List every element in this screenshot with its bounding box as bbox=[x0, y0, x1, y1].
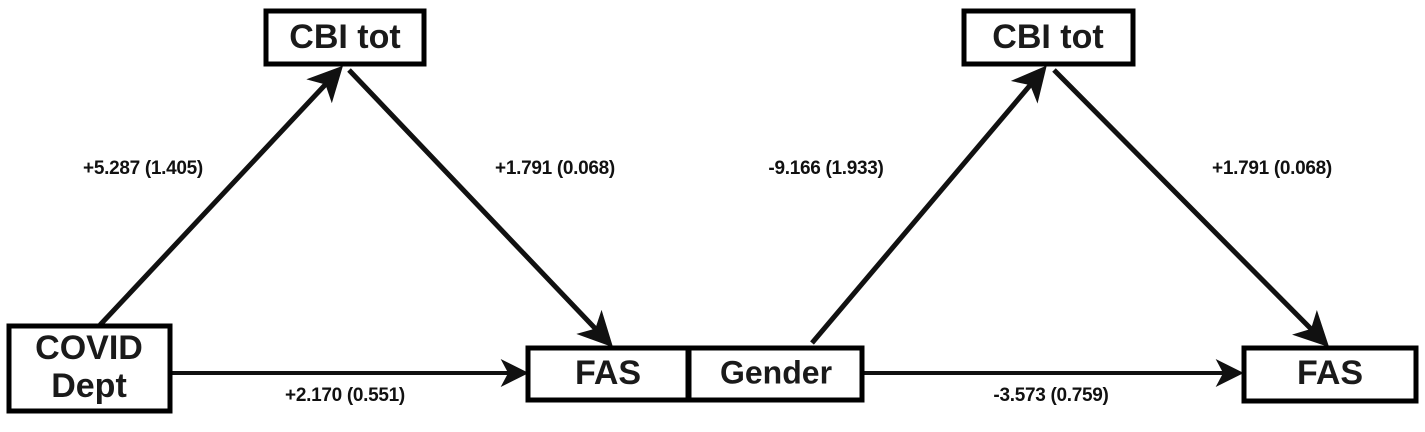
path-label-c-right: -3.573 (0.759) bbox=[993, 385, 1108, 406]
node-covid-dept-label-line1: COVID bbox=[35, 329, 143, 367]
node-fas-left-label: FAS bbox=[575, 354, 641, 392]
path-label-a-right: -9.166 (1.933) bbox=[768, 158, 883, 179]
path-label-b-right: +1.791 (0.068) bbox=[1212, 158, 1332, 179]
node-gender-label: Gender bbox=[720, 354, 832, 390]
node-cbi-tot-left[interactable] bbox=[263, 8, 427, 67]
path-arrow-cbi-to-fas-left bbox=[347, 68, 614, 348]
node-gender[interactable] bbox=[686, 345, 865, 403]
node-cbi-tot-left-label: CBI tot bbox=[289, 18, 400, 56]
path-arrow-gender-to-cbi bbox=[810, 65, 1047, 345]
node-fas-left[interactable] bbox=[525, 345, 691, 403]
path-label-a-left: +5.287 (1.405) bbox=[83, 158, 203, 179]
node-covid-dept[interactable] bbox=[6, 323, 173, 414]
path-label-c-left: +2.170 (0.551) bbox=[285, 385, 405, 406]
node-fas-right-label: FAS bbox=[1297, 354, 1363, 392]
path-arrow-cbi-to-fas-right bbox=[1052, 68, 1330, 348]
node-cbi-tot-right-label: CBI tot bbox=[992, 18, 1103, 56]
node-covid-dept-label-line2: Dept bbox=[51, 367, 127, 405]
path-label-b-left: +1.791 (0.068) bbox=[495, 158, 615, 179]
path-arrow-covid-to-cbi bbox=[98, 65, 343, 327]
node-fas-right[interactable] bbox=[1241, 345, 1419, 404]
node-cbi-tot-right[interactable] bbox=[961, 8, 1136, 67]
